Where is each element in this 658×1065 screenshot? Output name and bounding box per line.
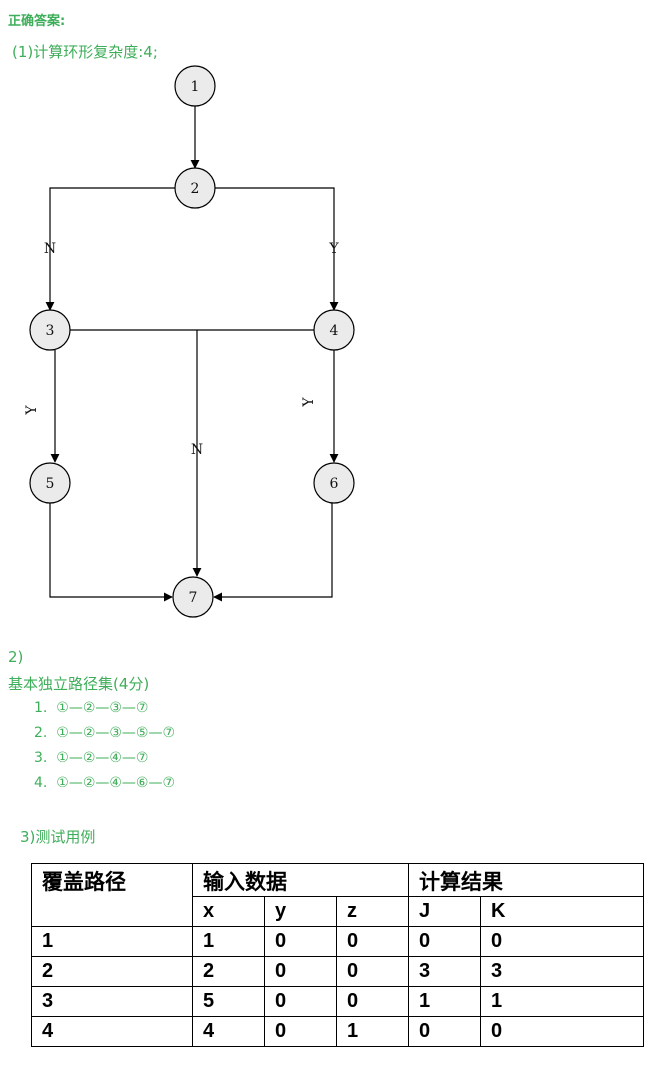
q2-heading: 2) (8, 648, 24, 666)
subheader-z: z (335, 896, 410, 927)
list-item: 3. ①—②—④—⑦ (34, 750, 148, 766)
cell: 5 (192, 986, 265, 1017)
q3-heading: 3)测试用例 (20, 828, 96, 846)
answer-heading: 正确答案: (8, 14, 66, 29)
cell: 0 (264, 956, 337, 987)
control-flow-graph: 1 2 3 4 5 6 7 N Y N Y Y (24, 65, 355, 618)
node-4 (313, 309, 355, 351)
cell: 1 (192, 926, 265, 957)
cell: 1 (480, 986, 645, 1017)
edge-label-34-7: N (191, 442, 203, 458)
subheader-j: J (408, 896, 482, 927)
cell: 0 (264, 986, 337, 1017)
table-header-row: 覆盖路径 输入数据 计算结果 (31, 863, 645, 927)
node-3 (29, 309, 71, 351)
table-row: 4 4 0 1 0 0 (31, 1016, 645, 1047)
cell: 2 (31, 956, 193, 987)
subheader-x: x (192, 896, 265, 927)
cell: 3 (31, 986, 193, 1017)
edge-label-3-5: Y (24, 405, 40, 416)
cell: 0 (335, 986, 410, 1017)
node-7-label: 7 (189, 590, 198, 606)
path-number: 4. (34, 775, 48, 791)
path-sequence: ①—②—④—⑥—⑦ (56, 775, 176, 791)
subheader-k: K (480, 896, 645, 927)
node-5 (29, 462, 71, 504)
cell: 2 (192, 956, 265, 987)
header-input-data: 输入数据 (191, 863, 410, 897)
edge-6-7 (213, 503, 333, 602)
path-number: 3. (34, 750, 48, 766)
edge-2-3 (45, 187, 175, 311)
node-6 (313, 462, 355, 504)
edge-label-2-3: N (44, 241, 56, 257)
q1-cyclomatic-complexity: (1)计算环形复杂度:4; (12, 43, 158, 61)
path-sequence: ①—②—③—⑤—⑦ (56, 725, 176, 741)
table-row: 2 2 0 0 3 3 (31, 956, 645, 987)
list-item: 4. ①—②—④—⑥—⑦ (34, 775, 175, 791)
cell: 1 (335, 1016, 410, 1047)
edge-label-2-4: Y (328, 241, 339, 257)
node-5-label: 5 (46, 476, 55, 492)
cell: 4 (192, 1016, 265, 1047)
cell: 0 (264, 1016, 337, 1047)
node-3-label: 3 (46, 323, 55, 339)
cell: 4 (31, 1016, 193, 1047)
cell: 0 (264, 926, 337, 957)
header-result: 计算结果 (408, 863, 645, 897)
node-2 (174, 167, 216, 209)
test-case-table: 覆盖路径 输入数据 计算结果 x y z J K 1 1 0 0 0 0 2 2… (31, 863, 645, 1047)
node-4-label: 4 (330, 323, 339, 339)
path-sequence: ①—②—③—⑦ (56, 700, 149, 716)
path-number: 2. (34, 725, 48, 741)
cell: 0 (480, 926, 645, 957)
cell: 0 (335, 926, 410, 957)
cell: 0 (408, 926, 482, 957)
cell: 1 (31, 926, 193, 957)
table-row: 1 1 0 0 0 0 (31, 926, 645, 957)
node-7 (172, 576, 214, 618)
cell: 1 (408, 986, 482, 1017)
basis-path-title: 基本独立路径集(4分) (8, 675, 150, 693)
node-2-label: 2 (191, 181, 200, 197)
node-1 (174, 65, 216, 107)
edge-label-4-6: Y (301, 397, 317, 408)
subheader-y: y (264, 896, 337, 927)
table-subheader-row: x y z J K (32, 896, 645, 927)
cell: 3 (480, 956, 645, 987)
path-number: 1. (34, 700, 48, 716)
header-covered-path: 覆盖路径 (31, 863, 193, 927)
node-1-label: 1 (191, 79, 200, 95)
edge-2-4 (215, 187, 339, 311)
edge-5-7 (49, 503, 173, 602)
cell: 3 (408, 956, 482, 987)
cell: 0 (335, 956, 410, 987)
node-6-label: 6 (330, 476, 339, 492)
path-sequence: ①—②—④—⑦ (56, 750, 149, 766)
cell: 0 (480, 1016, 645, 1047)
cell: 0 (408, 1016, 482, 1047)
list-item: 2. ①—②—③—⑤—⑦ (34, 725, 175, 741)
table-row: 3 5 0 0 1 1 (31, 986, 645, 1017)
list-item: 1. ①—②—③—⑦ (34, 700, 148, 716)
